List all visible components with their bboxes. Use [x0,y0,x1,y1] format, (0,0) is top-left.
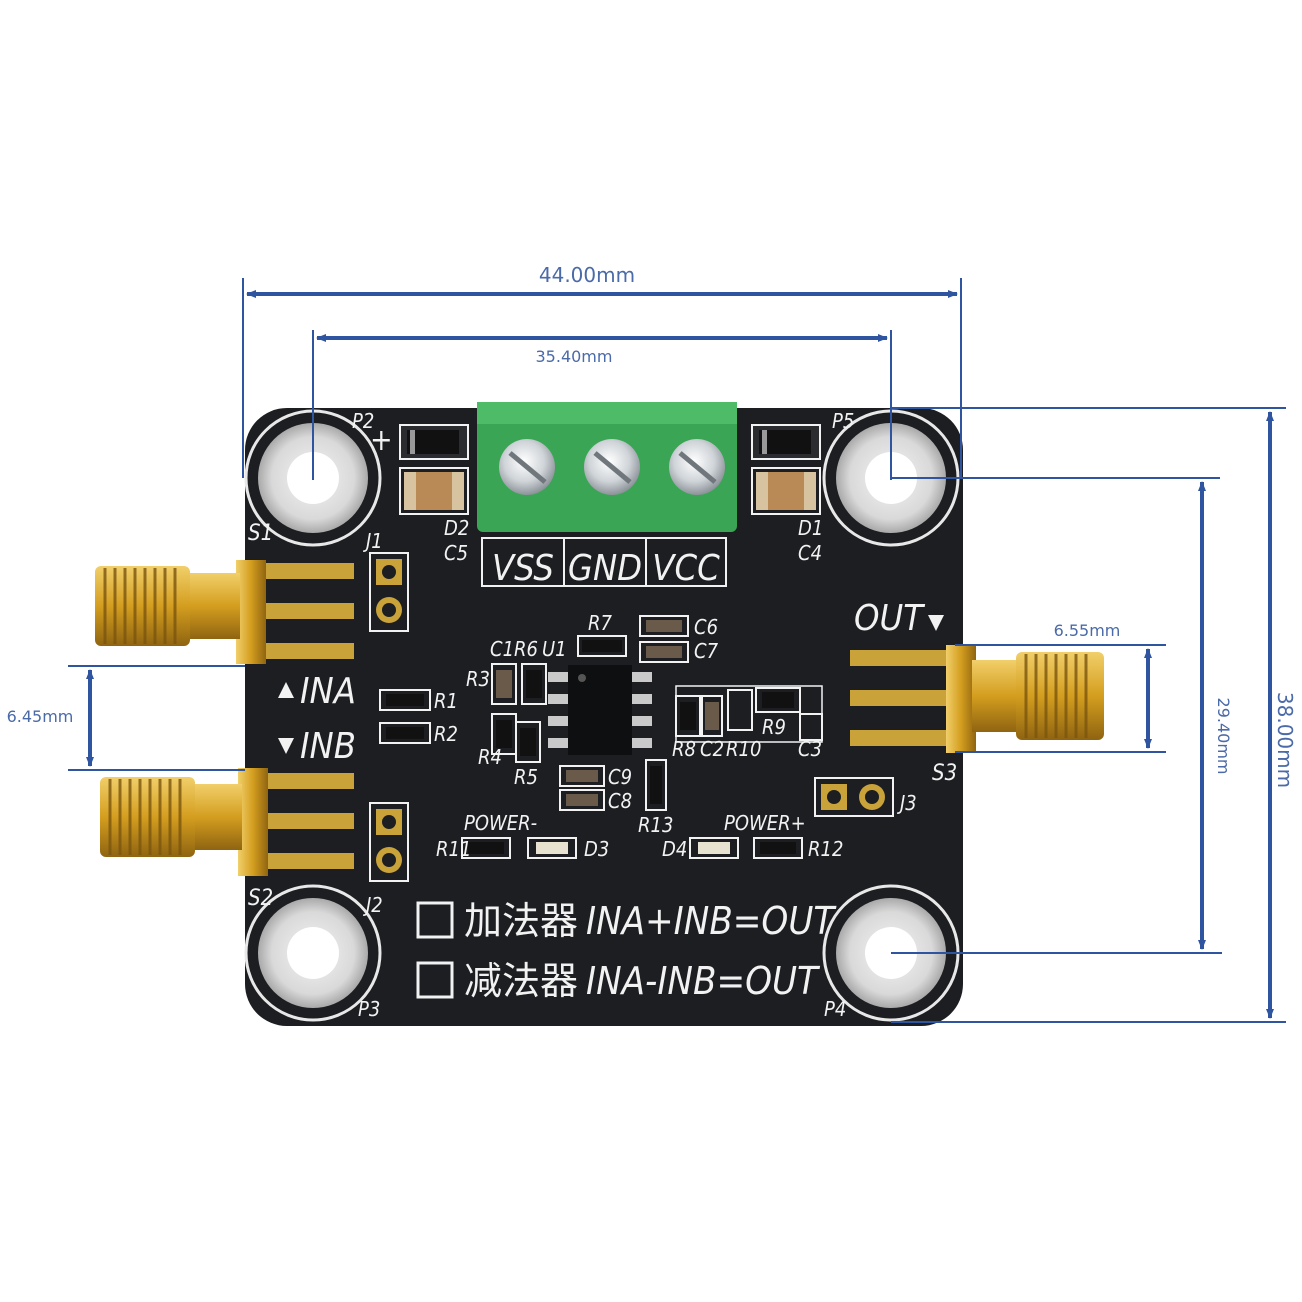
label-c3: C3 [798,737,822,761]
label-r12: R12 [808,837,843,861]
label-c7: C7 [694,639,719,663]
capacitor-c5 [399,467,469,515]
dimension-extension-lines [68,278,1286,1023]
label-p5: P5 [832,409,854,433]
label-j3: J3 [897,791,917,815]
resistor-r7 [577,635,627,657]
terminal-label-frame [481,537,727,587]
out-triangle-icon [928,615,944,631]
sma-connector-s1 [95,560,354,664]
ic-u1 [548,665,652,755]
resistor-r1 [379,689,431,711]
led-label-power-positive: POWER+ [724,811,806,835]
label-r3: R3 [466,667,490,691]
label-c2: C2 [700,737,724,761]
diode-d1 [751,424,821,460]
led-d3 [527,837,577,859]
mode-checkbox-adder [416,901,454,939]
label-r7: R7 [588,611,613,635]
mode-name-adder: 加法器 [464,899,578,943]
label-r5: R5 [514,765,538,789]
label-u1: U1 [542,637,567,661]
label-r6: R6 [514,637,538,661]
label-s1: S1 [248,521,273,546]
label-p3: P3 [358,997,380,1021]
dimension-output-connector: 6.55mm [1054,621,1121,640]
mounting-hole-bottom-left [244,884,382,1022]
resistor-r13 [645,759,667,811]
dimension-hole-spacing-y: 29.40mm [1214,698,1233,775]
terminal-label-vss: VSS [492,548,554,589]
resistor-r6 [521,663,547,705]
label-d1: D1 [798,516,823,540]
capacitor-c8 [559,789,605,811]
label-d3: D3 [584,837,609,861]
label-r8: R8 [672,737,696,761]
header-j3 [814,777,894,817]
resistor-r9 [755,687,801,713]
label-p2: P2 [352,409,374,433]
label-r10: R10 [726,737,761,761]
label-c9: C9 [608,765,632,789]
sma-connector-s3 [850,645,1104,753]
diode-d2 [399,424,469,460]
port-label-ina: INA [300,671,356,712]
label-c8: C8 [608,789,632,813]
label-r2: R2 [434,722,458,746]
port-label-out: OUT [854,598,925,639]
resistor-r3 [491,663,517,705]
dimension-board-width: 44.00mm [539,263,635,287]
label-c5: C5 [444,541,468,565]
sma-connector-s2 [100,768,354,876]
resistor-r10 [727,689,753,731]
capacitor-c9 [559,765,605,787]
mode-formula-subtractor: INA-INB=OUT [586,959,821,1003]
label-d2: D2 [444,516,469,540]
resistor-r12 [753,837,803,859]
capacitor-c7 [639,641,689,663]
inb-triangle-icon [278,738,294,754]
mode-name-subtractor: 减法器 [464,959,578,1003]
capacitor-c2 [701,695,723,737]
label-c4: C4 [798,541,822,565]
led-d4 [689,837,739,859]
label-c6: C6 [694,615,718,639]
resistor-r5 [515,721,541,763]
led-label-power-negative: POWER- [464,811,537,835]
label-j1: J1 [363,529,383,553]
capacitor-c6 [639,615,689,637]
resistor-r2 [379,722,431,744]
terminal-label-gnd: GND [568,548,642,589]
dimension-input-spacing: 6.45mm [7,707,74,726]
dimension-hole-spacing-x: 35.40mm [536,347,613,366]
plus-mark: + [370,423,393,458]
gain-network-frame [675,685,823,743]
label-s3: S3 [932,761,957,786]
label-r1: R1 [434,689,458,713]
capacitor-c4 [751,467,821,515]
dimension-arrows [86,290,1274,1019]
header-j2 [369,802,409,882]
label-s2: S2 [248,886,273,911]
label-d4: D4 [662,837,687,861]
port-label-inb: INB [300,726,356,767]
mode-formula-adder: INA+INB=OUT [586,899,837,943]
ina-triangle-icon [278,682,294,698]
mode-checkbox-subtractor [416,961,454,999]
label-r4: R4 [478,745,502,769]
label-c1: C1 [490,637,514,661]
terminal-label-vcc: VCC [652,548,720,589]
label-r9: R9 [762,715,786,739]
label-p4: P4 [824,997,846,1021]
label-j2: J2 [363,893,383,917]
resistor-r11 [461,837,511,859]
dimension-board-height: 38.00mm [1273,692,1297,788]
header-j1 [369,552,409,632]
label-r13: R13 [638,813,673,837]
terminal-block [477,402,737,532]
